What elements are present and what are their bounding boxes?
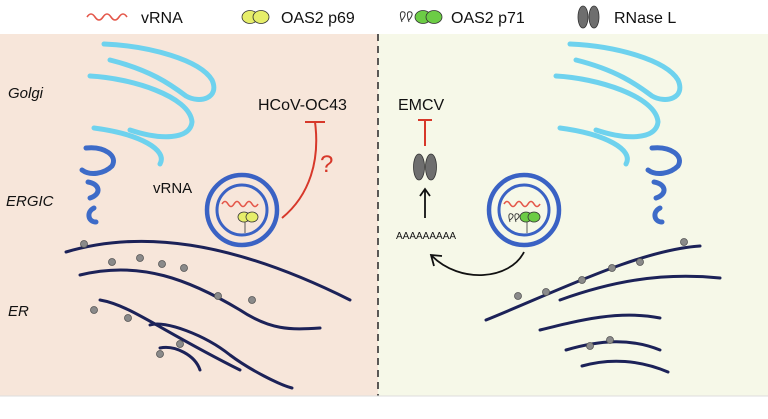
- rnase-l-icon: [577, 5, 600, 29]
- label-er: ER: [8, 303, 29, 320]
- er-ribosomes-left: [80, 240, 256, 358]
- legend-item-rnase-l: RNase L: [577, 5, 676, 29]
- ergic-right: [645, 145, 682, 225]
- legend-item-vrna: vRNA: [86, 10, 183, 27]
- inhibition-hcov-oc43: [281, 121, 325, 219]
- label-vrna-left: vRNA: [153, 180, 192, 197]
- golgi-left: [87, 41, 217, 167]
- vrna-wave-left: [221, 200, 259, 208]
- oas2-p71-right: [508, 211, 541, 223]
- question-mark: ?: [320, 151, 333, 178]
- golgi-right: [553, 41, 683, 167]
- synthesis-arrow: [429, 251, 525, 276]
- label-golgi: Golgi: [8, 85, 44, 102]
- activation-arrow-up: [419, 187, 431, 218]
- legend-label-oas2-p69: OAS2 p69: [281, 10, 355, 27]
- inhibition-emcv: [418, 119, 432, 146]
- legend-label-rnase-l: RNase L: [614, 10, 676, 27]
- legend-item-oas2-p71: OAS2 p71: [399, 10, 525, 27]
- oas2-p69-left: [237, 211, 259, 223]
- vesicle-right: [486, 172, 562, 248]
- legend-label-oas2-p71: OAS2 p71: [451, 10, 525, 27]
- legend: vRNA OAS2 p69 OAS2 p71 RNase L: [86, 5, 676, 29]
- legend-label-vrna: vRNA: [141, 10, 183, 27]
- er-ribosomes-right: [514, 238, 688, 350]
- right-panel-background: [378, 34, 768, 396]
- vrna-wave-icon: [86, 13, 128, 21]
- er-left: [64, 239, 352, 390]
- rnase-l-dimer: [413, 153, 437, 181]
- label-hcov-oc43: HCoV-OC43: [258, 97, 347, 114]
- vesicle-left: [204, 172, 280, 248]
- ergic-left: [79, 145, 116, 225]
- oas2-p69-icon: [241, 10, 270, 24]
- legend-item-oas2-p69: OAS2 p69: [241, 10, 355, 27]
- er-right: [484, 244, 722, 374]
- oas2-p71-icon: [399, 10, 443, 24]
- left-panel-background: [0, 34, 378, 396]
- label-emcv: EMCV: [398, 97, 445, 114]
- label-ergic: ERGIC: [6, 193, 54, 210]
- label-2-5a-oligo: AAAAAAAAA: [396, 231, 456, 242]
- vrna-wave-right: [503, 200, 541, 208]
